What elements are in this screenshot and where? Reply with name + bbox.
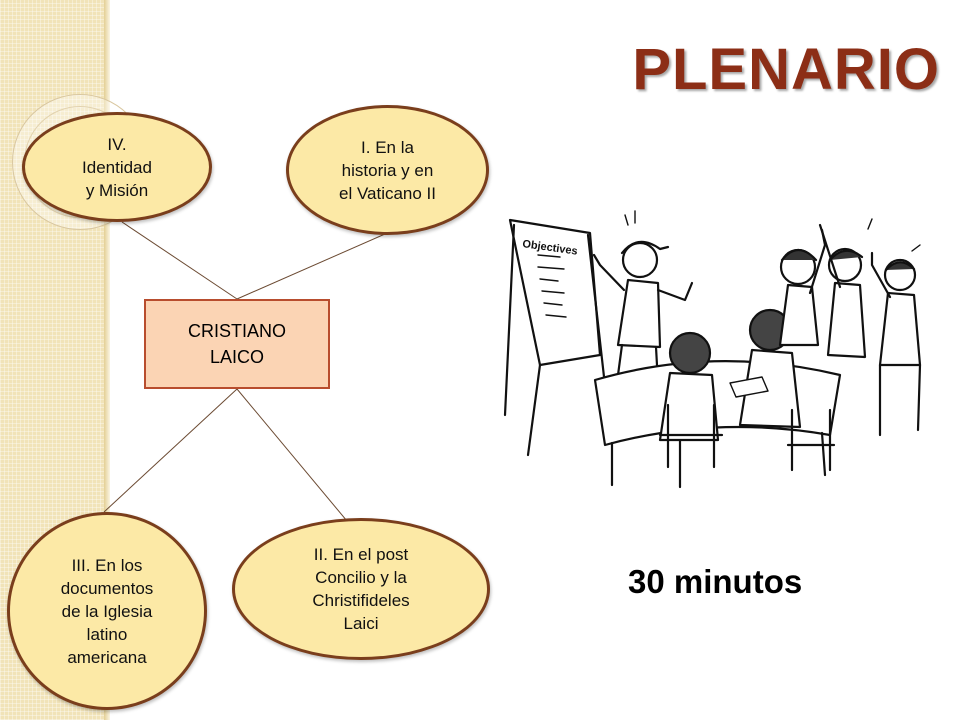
center-line-2: LAICO (209, 347, 265, 367)
seated-person-1-head (668, 331, 712, 375)
table-papers (729, 376, 769, 398)
presenter-arm-left (592, 253, 626, 292)
timer-label: 30 minutos (628, 563, 803, 600)
node-ii-line-4: Laici (343, 614, 379, 633)
node-iv-line-3: y Misión (85, 180, 149, 200)
left-strip-edge (104, 0, 110, 720)
right-person-2-body (878, 291, 922, 367)
node-iii-line-3: de la Iglesia (61, 601, 153, 621)
chair-right (878, 363, 922, 437)
standing-person-body (778, 283, 820, 347)
node-iii-line-2: documentos (60, 578, 154, 598)
right-person-1-hair (828, 249, 864, 262)
node-iii-line-4: latino (86, 624, 128, 644)
easel-leg-left (503, 223, 516, 417)
presenter-cap (620, 240, 670, 255)
standing-person-hair (780, 248, 818, 262)
node-iv-line-1: IV. (107, 134, 127, 154)
center-concept-box: CRISTIANO LAICO (144, 299, 330, 389)
easel-leg-middle (526, 363, 542, 457)
node-i-line-1: I. En la (361, 137, 414, 157)
node-i-line-2: historia y en (341, 160, 434, 180)
node-iv-identidad: IV. Identidad y Misión (22, 112, 212, 222)
connector-ii (236, 388, 358, 534)
connector-iii (103, 388, 238, 513)
node-iii-line-5: americana (67, 647, 147, 667)
board-lines (537, 254, 567, 318)
node-i-line-3: el Vaticano II (338, 183, 437, 203)
center-line-1: CRISTIANO (187, 321, 286, 341)
connector-iv (121, 221, 238, 300)
node-i-historia: I. En la historia y en el Vaticano II (286, 105, 489, 235)
node-ii-post-concilio: II. En el post Concilio y la Christifide… (232, 518, 490, 660)
node-iii-line-1: III. En los (71, 555, 143, 575)
right-person-2-arm (870, 251, 892, 299)
node-ii-line-1: II. En el post (313, 545, 409, 564)
right-person-2-hair (884, 261, 916, 272)
node-ii-line-3: Christifideles (312, 591, 410, 610)
motion-marks (624, 210, 921, 252)
right-person-1-body (826, 281, 867, 359)
seated-person-1-body (658, 371, 720, 442)
node-iv-line-2: Identidad (82, 157, 152, 177)
presenter-body (616, 278, 662, 349)
presenter-arm-right (656, 281, 694, 302)
chair-2 (786, 408, 836, 472)
node-ii-line-2: Concilio y la (315, 568, 407, 587)
group-meeting-illustration: Objectives (503, 210, 922, 489)
chair-1 (658, 403, 724, 469)
right-person-1-arm (818, 223, 842, 289)
page-title: PLENARIO (632, 37, 940, 102)
connector-i (236, 233, 386, 300)
seated-person-2-body (738, 348, 802, 429)
node-iii-documentos: III. En los documentos de la Iglesia lat… (7, 512, 207, 710)
